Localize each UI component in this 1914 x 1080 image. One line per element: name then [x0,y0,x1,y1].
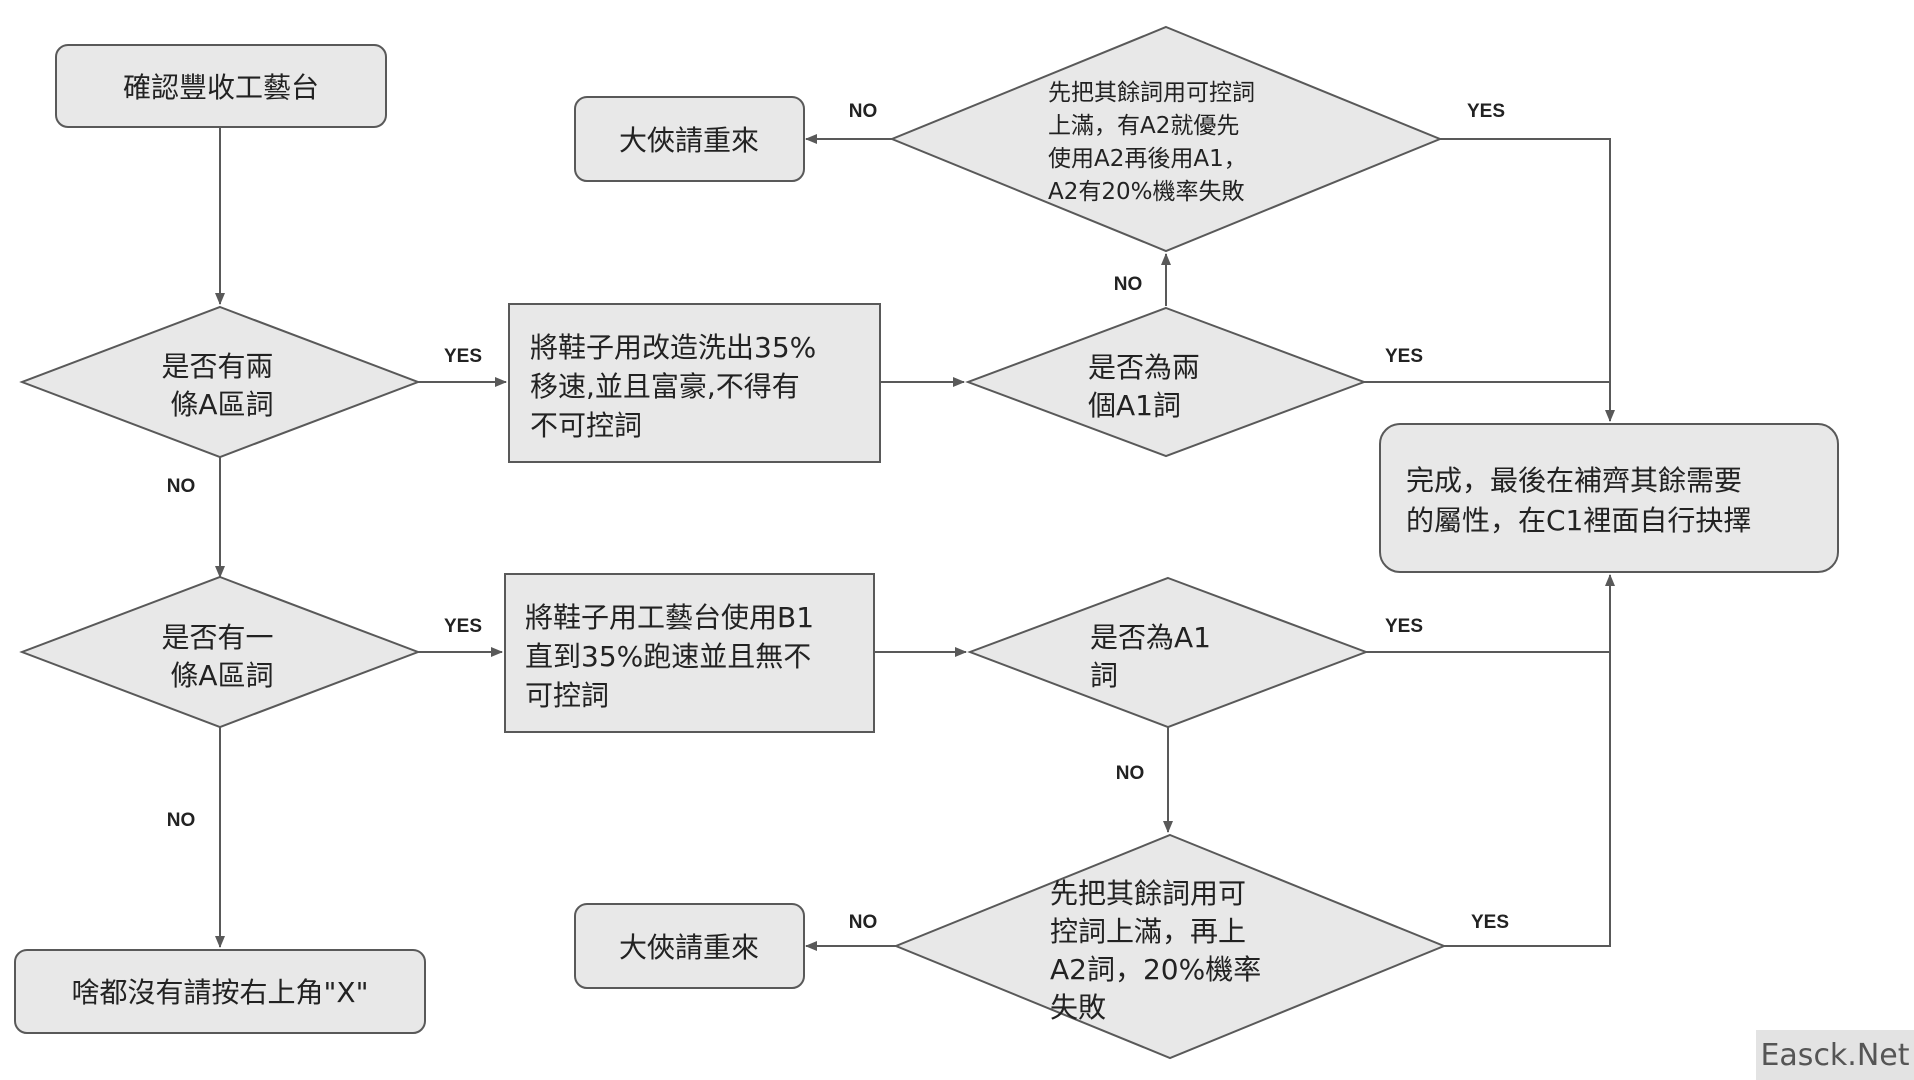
q-fill-bottom-diamond [893,833,1447,1060]
label-yes-q-fill-bottom: YES [1471,912,1509,933]
q-one-a-text: 是否有一 條A區詞 [162,621,283,692]
q-fill-top-text: 先把其餘詞用可控詞 上滿，有A2就優先 使用A2再後用A1， A2有20%機率失… [1048,80,1262,205]
node-q-a1: 是否為A1 詞 [967,576,1369,729]
label-yes-q-two-a: YES [444,346,482,367]
proc-one-box [504,573,875,733]
node-start: 確認豐收工藝台 [55,44,387,128]
proc-two-box [508,303,881,463]
start-box [55,44,387,128]
label-yes-q-one-a: YES [444,616,482,637]
q-two-a1-line: 個A1詞 [1088,389,1181,422]
node-q-two-a: 是否有兩 條A區詞 [19,305,421,459]
q-one-a-line: 是否有一 [162,621,274,654]
q-fill-bottom-line: 失敗 [1050,991,1106,1024]
q-two-a-diamond [19,305,421,459]
q-two-a-line: 條A區詞 [170,388,273,421]
q-fill-top-diamond [889,25,1443,253]
done-box [1379,423,1839,573]
edge-labels: YES NO YES NO NO YES NO YES YES NO NO YE… [167,101,1509,933]
q-two-a1-line: 是否為兩 [1088,351,1200,384]
label-yes-q-a1: YES [1385,616,1423,637]
nothing-box [14,949,426,1034]
q-two-a1-text: 是否為兩 個A1詞 [1088,351,1209,422]
label-no-q-fill-top: NO [849,101,878,122]
node-q-fill-bottom: 先把其餘詞用可 控詞上滿，再上 A2詞，20%機率 失敗 [893,833,1447,1060]
proc-two-line: 移速,並且富豪,不得有 [530,370,800,403]
node-nothing: 啥都沒有請按右上角"X" [14,949,426,1034]
q-fill-bottom-line: A2詞，20%機率 [1050,953,1261,986]
retry-bottom-box [574,903,805,989]
retry-bottom-text: 大俠請重來 [619,931,759,964]
done-line: 完成，最後在補齊其餘需要 [1406,464,1742,497]
start-line: 確認豐收工藝台 [123,71,319,104]
retry-top-box [574,96,805,182]
node-q-fill-top: 先把其餘詞用可控詞 上滿，有A2就優先 使用A2再後用A1， A2有20%機率失… [889,25,1443,253]
retry-top-text: 大俠請重來 [619,124,759,157]
label-yes-q-two-a1: YES [1385,346,1423,367]
retry-top-line: 大俠請重來 [619,124,759,157]
label-no-q-a1: NO [1116,763,1145,784]
connectors [215,127,1615,951]
label-no-q-one-a: NO [167,810,196,831]
edge-q-fill-bottom-yes [1444,574,1615,947]
node-proc-two: 將鞋子用改造洗出35% 移速,並且富豪,不得有 不可控詞 [508,303,881,463]
watermark-badge: Easck.Net [1756,1030,1914,1080]
watermark-text: Easck.Net [1760,1037,1910,1073]
nothing-text: 啥都沒有請按右上角"X" [72,976,369,1009]
label-no-q-two-a: NO [167,476,196,497]
q-fill-bottom-line: 先把其餘詞用可 [1050,877,1246,910]
start-text: 確認豐收工藝台 [123,71,319,104]
done-text: 完成，最後在補齊其餘需要 的屬性，在C1裡面自行抉擇 [1406,464,1751,537]
q-two-a-text: 是否有兩 條A區詞 [162,350,283,421]
nothing-line: 啥都沒有請按右上角"X" [72,976,369,1009]
label-yes-q-fill-top: YES [1467,101,1505,122]
proc-one-line: 直到35%跑速並且無不 [525,640,811,673]
q-a1-line: 是否為A1 [1090,621,1211,654]
edge-q-fill-top-yes [1440,138,1615,422]
q-fill-top-line: 上滿，有A2就優先 [1048,113,1239,139]
label-no-q-fill-bottom: NO [849,912,878,933]
q-fill-top-line: 使用A2再後用A1， [1048,146,1247,172]
q-fill-top-line: A2有20%機率失敗 [1048,179,1245,205]
node-q-two-a1: 是否為兩 個A1詞 [965,306,1367,458]
proc-two-line: 不可控詞 [530,409,642,442]
q-one-a-line: 條A區詞 [170,659,273,692]
proc-one-text: 將鞋子用工藝台使用B1 直到35%跑速並且無不 可控詞 [525,601,823,712]
q-fill-top-line: 先把其餘詞用可控詞 [1048,80,1255,106]
q-fill-bottom-text: 先把其餘詞用可 控詞上滿，再上 A2詞，20%機率 失敗 [1050,877,1270,1024]
proc-one-line: 將鞋子用工藝台使用B1 [525,601,814,634]
q-a1-text: 是否為A1 詞 [1090,621,1220,692]
proc-one-line: 可控詞 [525,679,609,712]
q-a1-line: 詞 [1090,659,1118,692]
q-fill-bottom-line: 控詞上滿，再上 [1050,915,1246,948]
q-a1-diamond [967,576,1369,729]
proc-two-text: 將鞋子用改造洗出35% 移速,並且富豪,不得有 不可控詞 [530,331,825,442]
label-no-q-two-a1: NO [1114,274,1143,295]
retry-bottom-line: 大俠請重來 [619,931,759,964]
node-retry-bottom: 大俠請重來 [574,903,805,989]
node-done: 完成，最後在補齊其餘需要 的屬性，在C1裡面自行抉擇 [1379,423,1839,573]
proc-two-line: 將鞋子用改造洗出35% [530,331,816,364]
q-two-a-line: 是否有兩 [162,350,274,383]
node-retry-top: 大俠請重來 [574,96,805,182]
q-one-a-diamond [19,575,421,729]
q-two-a1-diamond [965,306,1367,458]
done-line: 的屬性，在C1裡面自行抉擇 [1406,504,1751,537]
node-proc-one: 將鞋子用工藝台使用B1 直到35%跑速並且無不 可控詞 [504,573,875,733]
node-q-one-a: 是否有一 條A區詞 [19,575,421,729]
